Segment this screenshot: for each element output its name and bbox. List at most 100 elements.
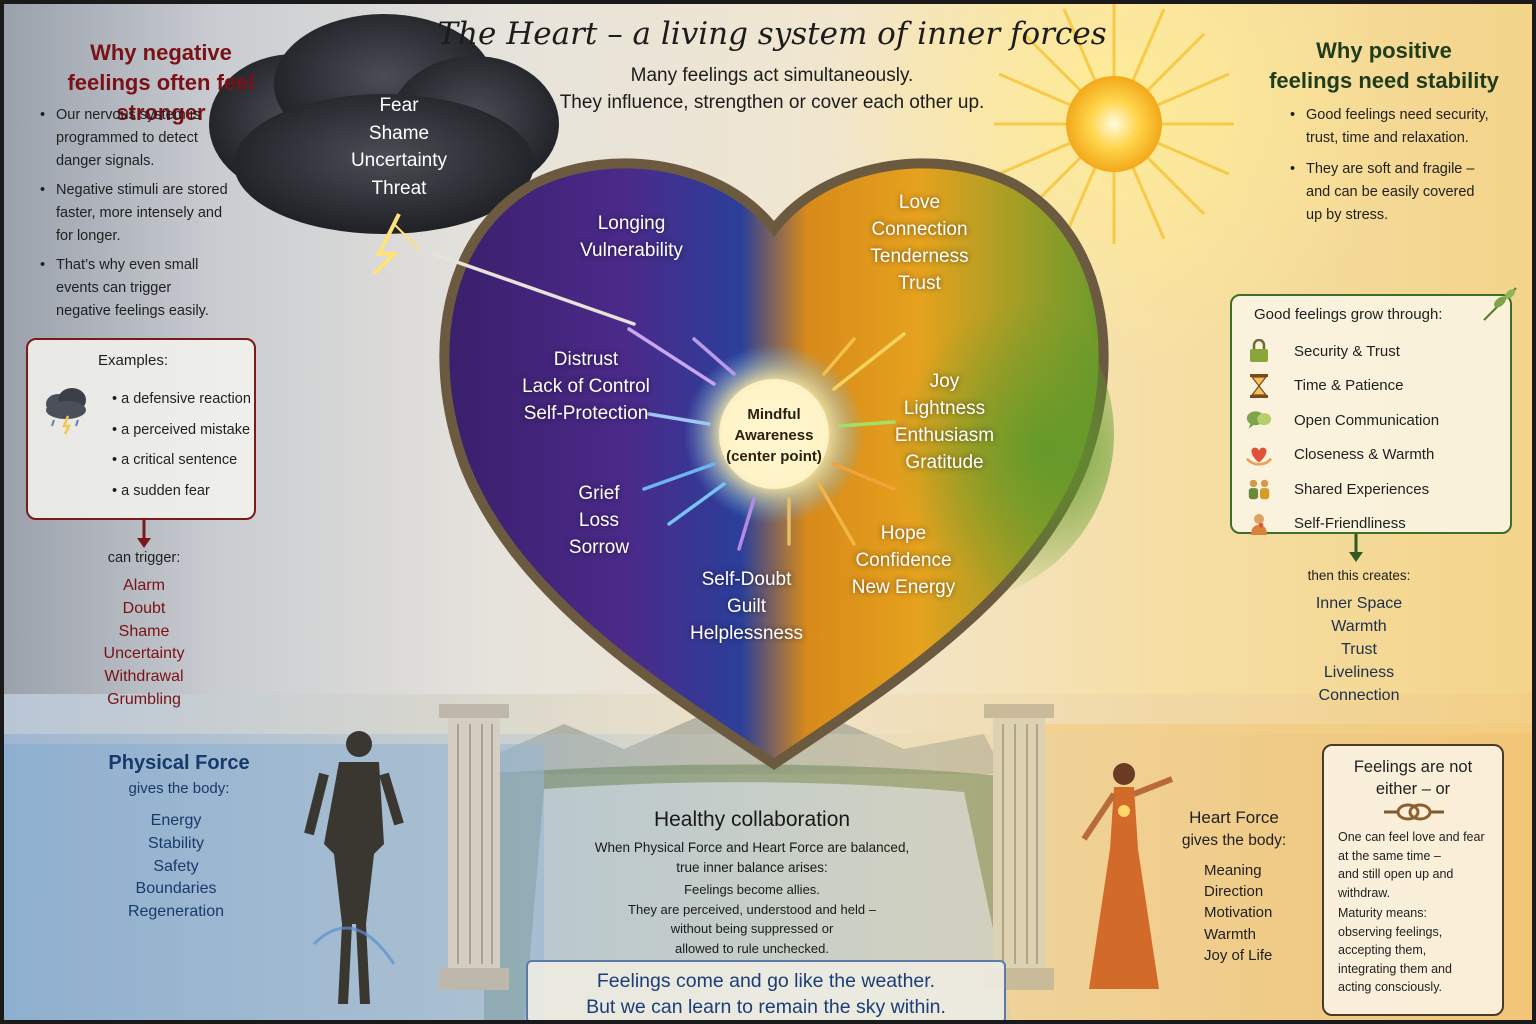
region-label: Grief bbox=[578, 483, 620, 504]
text-line: at the same time – bbox=[1338, 848, 1441, 863]
people-icon bbox=[1246, 476, 1272, 502]
trigger-item: Withdrawal bbox=[104, 668, 184, 686]
can-trigger-label: can trigger: bbox=[107, 550, 181, 566]
weather-quote-box: Feelings come and go like the weather. B… bbox=[526, 960, 1006, 1020]
heartforce-item: Joy of Life bbox=[1204, 946, 1273, 964]
grow-item: Closeness & Warmth bbox=[1246, 438, 1506, 473]
down-arrow-icon bbox=[137, 520, 151, 548]
region-distrust: Distrust Lack of Control Self-Protection bbox=[516, 346, 656, 427]
creates-item: Inner Space bbox=[1315, 595, 1403, 612]
example-item: a critical sentence bbox=[112, 445, 262, 476]
collab-line: Feelings become allies. bbox=[684, 882, 820, 897]
grow-item: Self-Friendliness bbox=[1246, 507, 1506, 542]
trigger-item: Shame bbox=[118, 622, 170, 640]
region-label: New Energy bbox=[851, 577, 956, 598]
grow-list: Security & Trust Time & Patience Open Co… bbox=[1246, 334, 1506, 541]
region-hope: Hope Confidence New Energy bbox=[846, 520, 961, 601]
either-or-text: One can feel love and fear at the same t… bbox=[1338, 828, 1498, 902]
hourglass-icon bbox=[1246, 373, 1272, 399]
example-item: a sudden fear bbox=[112, 476, 262, 507]
center-line: Mindful bbox=[747, 406, 801, 423]
man-figure-icon bbox=[304, 731, 404, 1004]
examples-list: a defensive reaction a perceived mistake… bbox=[112, 384, 262, 506]
collaboration-detail: Feelings become allies. They are perceiv… bbox=[564, 880, 940, 958]
grow-title: Good feelings grow through: bbox=[1254, 306, 1443, 323]
region-joy: Joy Lightness Enthusiasm Gratitude bbox=[872, 368, 1017, 476]
storm-emotion: Shame bbox=[368, 122, 430, 144]
storm-emotion: Fear bbox=[379, 95, 419, 116]
region-longing: Longing Vulnerability bbox=[564, 210, 699, 264]
creates-item: Connection bbox=[1318, 687, 1400, 704]
region-label: Hope bbox=[880, 523, 927, 544]
example-item: a perceived mistake bbox=[112, 415, 262, 446]
rain-cloud-icon bbox=[46, 388, 86, 435]
grow-through-box: Good feelings grow through: Security & T… bbox=[1230, 294, 1512, 535]
physical-force-sub: gives the body: bbox=[128, 780, 230, 797]
trigger-item: Doubt bbox=[122, 599, 166, 617]
grow-item-label: Time & Patience bbox=[1294, 377, 1404, 395]
region-label: Gratitude bbox=[905, 452, 984, 473]
creates-item: Trust bbox=[1341, 641, 1377, 658]
physical-force-title: Physical Force bbox=[108, 752, 250, 774]
either-or-title: Feelings are not either – or bbox=[1324, 756, 1502, 800]
collab-line: When Physical Force and Heart Force are … bbox=[594, 840, 910, 855]
heart-diagram bbox=[432, 158, 1114, 771]
region-label: Distrust bbox=[553, 349, 619, 370]
creates-item: Warmth bbox=[1331, 618, 1387, 635]
region-label: Joy bbox=[929, 371, 960, 392]
physical-item: Safety bbox=[153, 857, 199, 875]
center-point-label: Mindful Awareness (center point) bbox=[709, 404, 839, 467]
grow-item-label: Closeness & Warmth bbox=[1294, 446, 1435, 464]
speech-bubbles-icon bbox=[1246, 407, 1272, 433]
grow-item: Time & Patience bbox=[1246, 369, 1506, 404]
heart-force-list: Meaning Direction Motivation Warmth Joy … bbox=[1204, 860, 1324, 966]
collaboration-title: Healthy collaboration bbox=[653, 808, 851, 831]
negative-bullets: Our nervous system is programmed to dete… bbox=[40, 104, 230, 329]
grow-item-label: Security & Trust bbox=[1294, 342, 1400, 360]
positive-heading: Why positive feelings need stability bbox=[1254, 36, 1514, 96]
region-label: Connection bbox=[871, 219, 968, 240]
physical-item: Energy bbox=[150, 812, 202, 829]
grow-item: Open Communication bbox=[1246, 403, 1506, 438]
bullet-item: They are soft and fragile – and can be e… bbox=[1290, 158, 1490, 227]
bullet-item: Negative stimuli are stored faster, more… bbox=[40, 179, 230, 248]
right-pillar-icon bbox=[984, 704, 1054, 990]
grow-item: Shared Experiences bbox=[1246, 472, 1506, 507]
trigger-item: Uncertainty bbox=[103, 645, 185, 663]
region-label: Loss bbox=[578, 510, 620, 531]
region-label: Confidence bbox=[855, 550, 952, 571]
examples-title: Examples: bbox=[98, 352, 169, 369]
region-grief: Grief Loss Sorrow bbox=[559, 480, 639, 561]
region-label: Sorrow bbox=[568, 537, 630, 558]
text-line: Maturity means: bbox=[1338, 906, 1427, 920]
down-arrow-icon bbox=[1349, 534, 1363, 562]
quote-line: Feelings come and go like the weather. bbox=[596, 970, 936, 992]
subtitle-line: Many feelings act simultaneously. bbox=[630, 65, 914, 86]
grow-item-label: Self-Friendliness bbox=[1294, 515, 1406, 533]
region-label: Guilt bbox=[726, 596, 767, 617]
collab-line: They are perceived, understood and held … bbox=[628, 901, 876, 917]
chain-link-icon bbox=[1384, 803, 1444, 821]
region-label: Trust bbox=[898, 273, 941, 294]
title-line: either – or bbox=[1375, 780, 1451, 798]
collaboration-intro: When Physical Force and Heart Force are … bbox=[564, 838, 940, 878]
collab-line: allowed to rule unchecked. bbox=[675, 940, 829, 956]
bullet-item: That’s why even small events can trigger… bbox=[40, 254, 230, 323]
region-label: Tenderness bbox=[870, 246, 969, 267]
subtitle-line: They influence, strengthen or cover each… bbox=[559, 92, 985, 113]
collab-line: without being suppressed or bbox=[670, 921, 834, 936]
collab-line: true inner balance arises: bbox=[676, 860, 828, 875]
grow-item: Security & Trust bbox=[1246, 334, 1506, 369]
grow-item-label: Shared Experiences bbox=[1294, 480, 1430, 498]
maturity-text: Maturity means: observing feelings, acce… bbox=[1338, 904, 1498, 997]
region-label: Love bbox=[898, 192, 941, 213]
heartforce-item: Motivation bbox=[1204, 904, 1273, 922]
text-line: withdraw. bbox=[1338, 885, 1391, 900]
emotion-arrows bbox=[432, 252, 906, 551]
heartforce-item: Meaning bbox=[1204, 862, 1262, 879]
text-line: integrating them and bbox=[1338, 961, 1452, 976]
heading-line: feelings need stability bbox=[1269, 68, 1499, 93]
page-subtitle: Many feelings act simultaneously. They i… bbox=[434, 62, 1110, 116]
trigger-list: Alarm Doubt Shame Uncertainty Withdrawal… bbox=[64, 575, 224, 712]
bullet-item: Our nervous system is programmed to dete… bbox=[40, 104, 230, 173]
